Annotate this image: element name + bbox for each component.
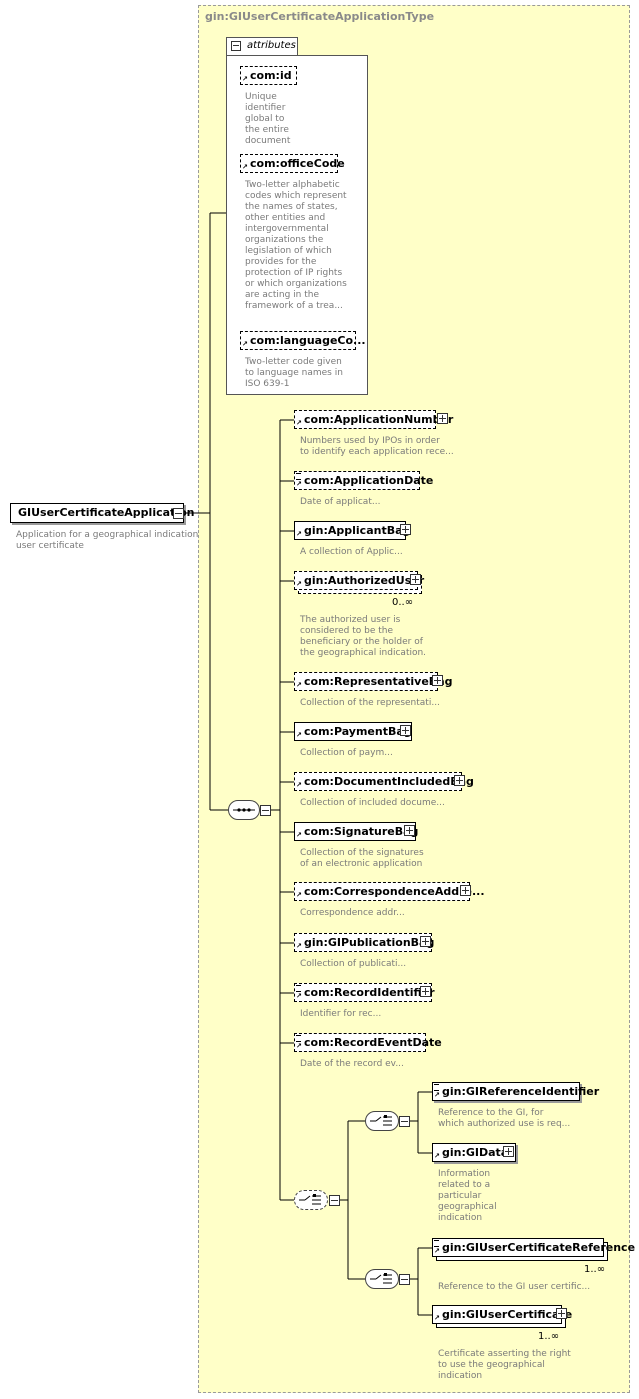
element-application-number[interactable]: ↗ com:ApplicationNumber [294, 410, 436, 429]
sequence-compositor[interactable] [228, 800, 260, 820]
attribute-id[interactable]: ↗ com:id [240, 66, 297, 85]
reference-arrow-icon: ↗ [296, 892, 302, 899]
element-document-included-bag-doc: Collection of included docume... [300, 798, 445, 809]
expand-icon[interactable] [400, 725, 411, 736]
reference-arrow-icon: ↗ [296, 531, 302, 538]
root-element-doc: Application for a geographical indicatio… [16, 530, 198, 552]
simple-content-icon [296, 1035, 301, 1042]
occurrence-label: 1..∞ [538, 1331, 559, 1342]
expand-icon[interactable] [432, 675, 443, 686]
element-application-number-doc: Numbers used by IPOs in orderto identify… [300, 436, 454, 458]
reference-arrow-icon: ↗ [296, 682, 302, 689]
occurrence-label: 1..∞ [584, 1264, 605, 1275]
root-element[interactable]: GIUserCertificateApplication [10, 503, 184, 523]
expand-icon[interactable] [556, 1308, 567, 1319]
element-record-event-date-doc: Date of the record ev... [300, 1059, 404, 1070]
element-gi-data-doc: Informationrelated to aparticulargeograp… [438, 1169, 497, 1224]
collapse-icon[interactable] [399, 1116, 410, 1127]
reference-arrow-icon: ↗ [434, 1092, 440, 1099]
reference-arrow-icon: ↗ [242, 76, 248, 83]
choice-icon [295, 1191, 327, 1209]
expand-icon[interactable] [404, 825, 415, 836]
reference-arrow-icon: ↗ [296, 782, 302, 789]
expand-icon[interactable] [454, 775, 465, 786]
expand-icon[interactable] [420, 936, 431, 947]
collapse-icon[interactable] [173, 508, 184, 519]
collapse-icon[interactable] [231, 41, 241, 51]
attribute-office-code-doc: Two-letter alphabeticcodes which represe… [245, 180, 347, 312]
simple-content-icon [434, 1240, 439, 1247]
reference-arrow-icon: ↗ [242, 341, 248, 348]
element-representative-bag[interactable]: ↗ com:RepresentativeBag [294, 672, 438, 691]
element-correspondence-address[interactable]: ↗ com:CorrespondenceAddre... [294, 882, 470, 901]
reference-arrow-icon: ↗ [296, 581, 302, 588]
element-correspondence-address-doc: Correspondence addr... [300, 908, 405, 919]
element-authorized-user[interactable]: ↗ gin:AuthorizedUser [294, 571, 418, 590]
element-payment-bag[interactable]: ↗ com:PaymentBag [294, 722, 412, 741]
simple-content-icon [296, 473, 301, 480]
element-payment-bag-doc: Collection of paym... [300, 748, 393, 759]
reference-arrow-icon: ↗ [296, 832, 302, 839]
simple-content-icon [296, 985, 301, 992]
simple-content-icon [434, 1084, 439, 1091]
reference-arrow-icon: ↗ [296, 732, 302, 739]
reference-arrow-icon: ↗ [296, 420, 302, 427]
choice-compositor[interactable] [294, 1190, 328, 1210]
attribute-office-code[interactable]: ↗ com:officeCode [240, 154, 338, 173]
element-applicant-bag[interactable]: ↗ gin:ApplicantBag [294, 521, 406, 540]
reference-arrow-icon: ↗ [296, 993, 302, 1000]
element-gi-reference-identifier[interactable]: ↗ gin:GIReferenceIdentifier [432, 1082, 580, 1101]
element-record-event-date[interactable]: ↗ com:RecordEventDate [294, 1033, 426, 1052]
occurrence-label: 0..∞ [392, 597, 413, 608]
attribute-language-code[interactable]: ↗ com:languageCo... [240, 331, 356, 350]
reference-arrow-icon: ↗ [434, 1315, 440, 1322]
reference-arrow-icon: ↗ [434, 1248, 440, 1255]
element-gi-user-certificate[interactable]: ↗ gin:GIUserCertificate [432, 1305, 562, 1324]
element-document-included-bag[interactable]: ↗ com:DocumentIncludedBag [294, 772, 462, 791]
element-gi-user-certificate-reference[interactable]: ↗ gin:GIUserCertificateReference [432, 1238, 604, 1257]
reference-arrow-icon: ↗ [296, 1043, 302, 1050]
choice-compositor-a[interactable] [365, 1111, 399, 1131]
attribute-id-doc: Uniqueidentifierglobal tothe entiredocum… [245, 92, 290, 147]
element-gi-publication-bag[interactable]: ↗ gin:GIPublicationBag [294, 933, 432, 952]
element-gi-user-certificate-doc: Certificate asserting the rightto use th… [438, 1349, 571, 1382]
element-signature-bag[interactable]: ↗ com:SignatureBag [294, 822, 416, 841]
element-authorized-user-doc: The authorized user isconsidered to be t… [300, 615, 426, 659]
element-record-identifier[interactable]: ↗ com:RecordIdentifier [294, 983, 432, 1002]
element-application-date-doc: Date of applicat... [300, 497, 380, 508]
collapse-icon[interactable] [399, 1274, 410, 1285]
expand-icon[interactable] [503, 1146, 514, 1157]
reference-arrow-icon: ↗ [242, 164, 248, 171]
element-application-date[interactable]: ↗ com:ApplicationDate [294, 471, 420, 490]
expand-icon[interactable] [400, 524, 411, 535]
element-record-identifier-doc: Identifier for rec... [300, 1009, 381, 1020]
attributes-tab[interactable]: attributes [226, 37, 298, 56]
element-gi-reference-identifier-doc: Reference to the GI, forwhich authorized… [438, 1108, 570, 1130]
collapse-icon[interactable] [329, 1195, 340, 1206]
reference-arrow-icon: ↗ [434, 1153, 440, 1160]
expand-icon[interactable] [460, 885, 471, 896]
element-signature-bag-doc: Collection of the signaturesof an electr… [300, 848, 424, 870]
element-gi-user-certificate-reference-doc: Reference to the GI user certific... [438, 1282, 590, 1293]
expand-icon[interactable] [420, 986, 431, 997]
element-representative-bag-doc: Collection of the representati... [300, 698, 440, 709]
collapse-icon[interactable] [260, 805, 271, 816]
choice-icon [366, 1112, 398, 1130]
element-gi-publication-bag-doc: Collection of publicati... [300, 959, 406, 970]
expand-icon[interactable] [410, 574, 421, 585]
element-applicant-bag-doc: A collection of Applic... [300, 547, 403, 558]
choice-compositor-b[interactable] [365, 1269, 399, 1289]
attribute-language-code-doc: Two-letter code givento language names i… [245, 357, 343, 390]
expand-icon[interactable] [437, 413, 448, 424]
reference-arrow-icon: ↗ [296, 481, 302, 488]
choice-icon [366, 1270, 398, 1288]
attributes-label: attributes [247, 40, 296, 51]
reference-arrow-icon: ↗ [296, 943, 302, 950]
sequence-icon [229, 801, 259, 819]
